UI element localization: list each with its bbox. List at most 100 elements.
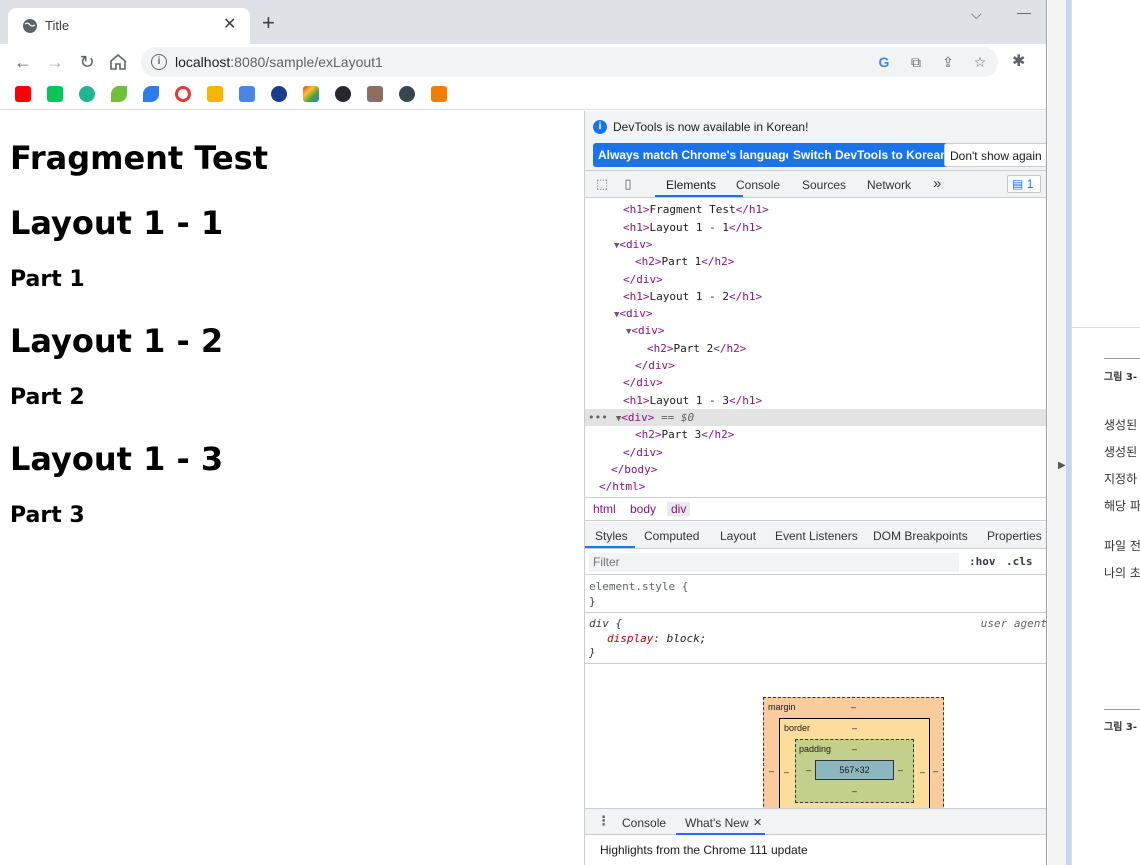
tab-layout[interactable]: Layout — [720, 529, 757, 543]
rule-source: user agent — [980, 617, 1046, 630]
device-toolbar-icon[interactable]: ▯ — [624, 176, 632, 191]
tab-properties[interactable]: Properties — [987, 529, 1042, 543]
address-bar[interactable]: i localhost:8080/sample/exLayout1 G ⧉ ⇪ … — [141, 47, 998, 77]
github-icon[interactable] — [335, 86, 351, 102]
umbrella-icon[interactable] — [303, 86, 319, 102]
dont-show-again-button[interactable]: Don't show again — [944, 143, 1046, 167]
more-tabs-icon[interactable]: » — [933, 175, 942, 192]
dom-node[interactable]: <h1>Layout 1 - 2</h1> — [623, 290, 763, 303]
close-icon[interactable]: ✕ — [223, 16, 237, 33]
page-heading-layout-1-1: Layout 1 - 1 — [10, 204, 224, 242]
box-model-border[interactable]: border – – – padding – – – – 567×32 — [779, 718, 930, 826]
minimize-icon[interactable]: — — [1017, 4, 1031, 20]
padding-label: padding — [799, 744, 832, 754]
box-model-margin[interactable]: margin – – – border – – – padding – – – — [763, 697, 944, 827]
margin-right-value: – — [933, 766, 939, 776]
filter-input[interactable] — [589, 553, 959, 572]
inspect-element-icon[interactable]: ⬚ — [595, 176, 609, 191]
owl-icon[interactable] — [271, 86, 287, 102]
google-icon[interactable]: G — [878, 54, 890, 70]
box-model-padding[interactable]: padding – – – – 567×32 — [795, 739, 914, 803]
document-text-line: 생성된 — [1104, 445, 1138, 459]
home-icon[interactable] — [108, 52, 128, 72]
dom-node[interactable]: <h1>Layout 1 - 3</h1> — [623, 394, 763, 407]
breadcrumb: html body div — [585, 497, 1046, 521]
chevron-down-icon[interactable]: ⌵ — [971, 6, 982, 22]
forward-arrow-icon[interactable]: → — [46, 52, 64, 72]
breadcrumb-div[interactable]: div — [667, 502, 691, 516]
margin-top-value: – — [851, 702, 857, 712]
dom-node-selected[interactable]: •••▼<div> == $0 — [585, 409, 1046, 426]
tab-sources[interactable]: Sources — [802, 178, 847, 192]
dom-node[interactable]: <h1>Layout 1 - 1</h1> — [623, 221, 763, 234]
issues-count: 1 — [1026, 177, 1034, 191]
border-left-value: – — [784, 767, 790, 777]
rule-selector: element.style { — [589, 580, 689, 593]
classroom-icon[interactable] — [207, 86, 223, 102]
document-page: 그림 3- 생성된 생성된 지정하 해당 파 파일 전 나의 초 그림 3- — [1072, 0, 1140, 865]
feather-icon[interactable] — [143, 86, 159, 102]
back-arrow-icon[interactable]: ← — [14, 52, 32, 72]
drawer-tab-console[interactable]: Console — [622, 816, 667, 830]
dom-node[interactable]: <h2>Part 2</h2> — [647, 342, 747, 355]
tab-console[interactable]: Console — [736, 178, 781, 192]
always-match-language-button[interactable]: Always match Chrome's language — [593, 143, 798, 167]
box-model-content[interactable]: 567×32 — [815, 760, 894, 780]
tab-dom-breakpoints[interactable]: DOM Breakpoints — [873, 529, 968, 543]
bookmarks-bar — [0, 80, 1046, 110]
element-style-rule[interactable]: element.style { } — [585, 576, 1046, 613]
reload-icon[interactable]: ↻ — [79, 52, 95, 72]
dom-node[interactable]: ▼<div> — [614, 307, 653, 320]
breadcrumb-html[interactable]: html — [593, 502, 616, 516]
dom-node[interactable]: </div> — [623, 376, 663, 389]
browser-window: Title ✕ + ⌵ — ← → ↻ i localhost:8080/sam… — [0, 0, 1047, 865]
rule-selector: div { — [589, 617, 623, 630]
dom-node[interactable]: </html> — [599, 480, 646, 493]
issues-badge[interactable]: ▤ 1 — [1007, 175, 1041, 193]
tab-styles[interactable]: Styles — [595, 529, 628, 543]
border-right-value: – — [920, 767, 926, 777]
bookmark-icon[interactable] — [399, 86, 415, 102]
drawer-tab-whats-new[interactable]: What's New — [685, 816, 749, 830]
cube-icon[interactable] — [431, 86, 447, 102]
dom-node[interactable]: ▼<div> — [614, 238, 653, 251]
tab-computed[interactable]: Computed — [644, 529, 700, 543]
tab-event-listeners[interactable]: Event Listeners — [775, 529, 858, 543]
dom-node[interactable]: ▼<div> — [626, 324, 665, 337]
dom-node[interactable]: </div> — [635, 359, 675, 372]
tab-elements[interactable]: Elements — [666, 178, 717, 192]
dom-node[interactable]: </div> — [623, 446, 663, 459]
youtube-icon[interactable] — [15, 86, 31, 102]
bookmark-icon[interactable] — [239, 86, 255, 102]
dom-node[interactable]: </div> — [623, 273, 663, 286]
viewer-scroll-rail[interactable]: ▶ — [1048, 0, 1072, 865]
document-text-line: 파일 전 — [1104, 539, 1140, 553]
breadcrumb-body[interactable]: body — [630, 502, 657, 516]
info-icon[interactable]: i — [151, 54, 167, 70]
leaf-icon[interactable] — [111, 86, 127, 102]
more-icon: ••• — [588, 411, 608, 424]
div-user-agent-rule[interactable]: div { user agent display: block; } — [585, 613, 1046, 664]
plus-icon[interactable]: + — [262, 10, 275, 35]
translate-icon[interactable]: ⧉ — [911, 54, 921, 70]
lifebuoy-icon[interactable] — [175, 86, 191, 102]
browser-tab[interactable]: Title ✕ — [8, 8, 250, 44]
class-toggle[interactable]: .cls — [1006, 555, 1033, 568]
share-icon[interactable]: ⇪ — [942, 54, 954, 70]
bookmark-icon[interactable] — [367, 86, 383, 102]
puzzle-icon[interactable]: ✱ — [1012, 53, 1026, 70]
styles-filter-bar: :hov .cls — [585, 550, 1046, 575]
close-icon[interactable]: ✕ — [753, 817, 763, 829]
star-icon[interactable]: ☆ — [973, 54, 987, 70]
switch-to-korean-button[interactable]: Switch DevTools to Korean — [788, 143, 953, 167]
dom-node[interactable]: </body> — [611, 463, 658, 476]
naver-icon[interactable] — [47, 86, 63, 102]
dom-node[interactable]: <h2>Part 1</h2> — [635, 255, 735, 268]
dom-node[interactable]: <h2>Part 3</h2> — [635, 428, 735, 441]
tab-network[interactable]: Network — [867, 178, 912, 192]
bookmark-icon[interactable] — [79, 86, 95, 102]
chevron-right-icon[interactable]: ▶ — [1058, 460, 1066, 471]
hover-state-toggle[interactable]: :hov — [969, 555, 996, 568]
dom-node[interactable]: <h1>Fragment Test</h1> — [623, 203, 769, 216]
kebab-menu-icon[interactable]: ⋮ — [597, 813, 610, 828]
